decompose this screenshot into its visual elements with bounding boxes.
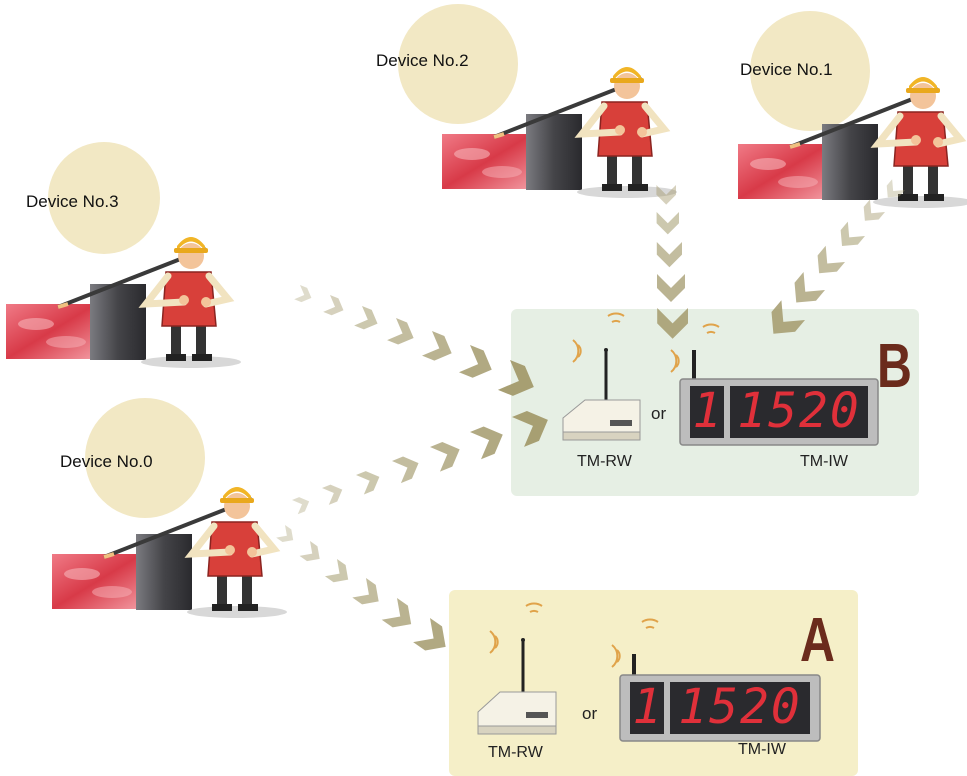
device-2-bubble — [398, 4, 518, 124]
worker-device-2 — [442, 67, 677, 198]
zone-a-display-device — [619, 654, 821, 742]
zone-b-or-label: or — [651, 404, 667, 423]
zone-a-letter: A — [800, 606, 835, 675]
device-0-bubble — [85, 398, 205, 518]
device-3-bubble — [48, 142, 160, 254]
zone-b-display-digits: 1520 — [737, 383, 861, 439]
zone-a-display-left-digit: 1 — [632, 679, 662, 735]
zone-a-signal-waves — [489, 602, 659, 668]
arrow-device-0-to-b — [292, 404, 554, 515]
worker-device-1 — [738, 77, 967, 208]
arrow-device-3-to-b — [294, 285, 540, 402]
device-1-label: Device No.1 — [740, 60, 833, 79]
zone-a-receiver-label: TM-RW — [488, 744, 543, 761]
zone-b-letter: B — [877, 332, 912, 401]
zone-a-display-digits: 1520 — [678, 679, 802, 735]
zone-a-display-label: TM-IW — [738, 741, 786, 758]
worker-device-3 — [6, 237, 241, 368]
zone-a-or-label: or — [582, 704, 598, 723]
zone-b-display-device — [679, 350, 879, 446]
zone-b-display-label: TM-IW — [800, 453, 848, 470]
device-0-label: Device No.0 — [60, 452, 153, 471]
zone-b-display-left-digit: 1 — [692, 383, 722, 439]
device-2-label: Device No.2 — [376, 51, 469, 70]
arrow-device-0-to-a — [276, 525, 455, 659]
zone-a-receiver-device — [477, 638, 557, 735]
arrow-device-2-to-b — [656, 185, 688, 339]
zone-b-receiver-device — [562, 348, 641, 441]
zone-b-signal-waves — [572, 312, 720, 373]
device-1-bubble — [750, 11, 870, 131]
zone-b-receiver-label: TM-RW — [577, 453, 632, 470]
device-3-label: Device No.3 — [26, 192, 119, 211]
worker-device-0 — [52, 487, 287, 618]
